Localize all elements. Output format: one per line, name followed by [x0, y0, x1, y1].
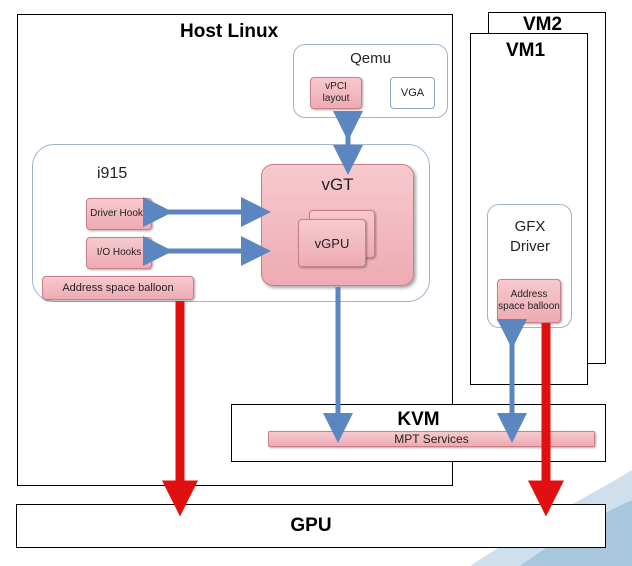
gfx-driver-box: GFX Driver Address space balloon [487, 204, 572, 328]
gpu-box: GPU [16, 504, 606, 548]
vgt-title: vGT [321, 175, 354, 194]
vgpu-block: vGPU [298, 219, 366, 267]
gfx-driver-title: GFX Driver [510, 218, 550, 255]
address-space-balloon-block: Address space balloon [42, 276, 194, 300]
gfx-address-space-balloon-block: Address space balloon [497, 279, 561, 323]
qemu-title: Qemu [350, 50, 391, 67]
host-linux-title: Host Linux [180, 21, 279, 42]
vga-block: VGA [390, 77, 435, 109]
vm1-title: VM1 [506, 40, 546, 61]
io-hooks-block: I/O Hooks [86, 237, 152, 269]
i915-title: i915 [97, 165, 128, 182]
kvm-title: KVM [397, 409, 440, 430]
vpci-layout-block: vPCI layout [310, 77, 362, 109]
driver-hooks-block: Driver Hooks [86, 198, 152, 230]
vm2-title: VM2 [523, 14, 563, 35]
gpu-title: GPU [290, 515, 332, 536]
qemu-box: Qemu vPCI layout VGA [293, 44, 448, 118]
